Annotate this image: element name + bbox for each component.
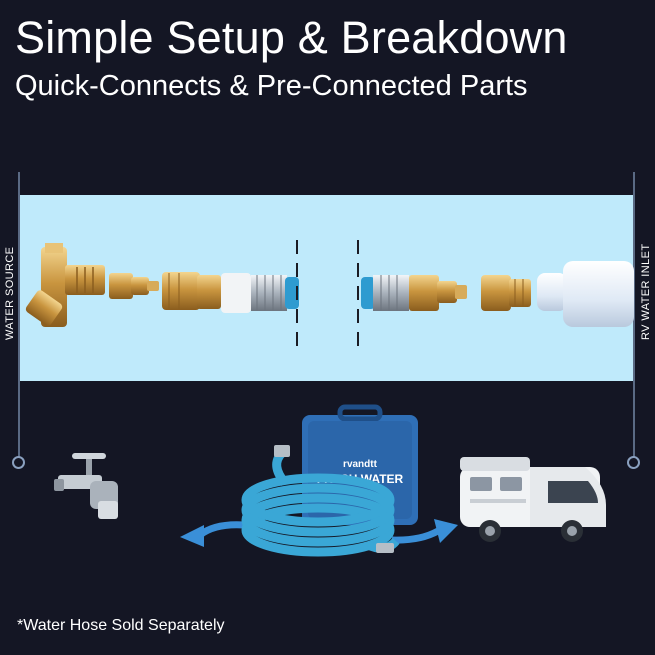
- page-subtitle: Quick-Connects & Pre-Connected Parts: [15, 70, 528, 102]
- setup-scene: rvandtt FRESH WATER: [54, 404, 606, 557]
- page-title: Simple Setup & Breakdown: [15, 12, 568, 63]
- hose-end-left-icon: [251, 275, 299, 311]
- left-guide-node: [12, 456, 25, 469]
- quick-connect-female-icon: [162, 272, 221, 310]
- hose-end-right-icon: [361, 275, 409, 311]
- left-guide-line: [18, 172, 20, 458]
- arrow-left-icon: [197, 521, 246, 538]
- inline-filter-icon: [537, 261, 634, 327]
- quick-connect-male-icon: [481, 275, 531, 311]
- rv-icon: [460, 457, 606, 542]
- water-source-label: WATER SOURCE: [4, 246, 16, 340]
- rv-water-inlet-label: RV WATER INLET: [640, 243, 652, 340]
- fittings-chain: [25, 240, 634, 355]
- right-guide-node: [627, 456, 640, 469]
- arrow-right-icon: [391, 527, 440, 544]
- brass-hex-connector-icon: [409, 275, 467, 311]
- footnote: *Water Hose Sold Separately: [17, 617, 225, 634]
- case-brand: rvandtt: [343, 459, 378, 470]
- hose-icon: [241, 473, 395, 557]
- white-adapter-icon: [221, 273, 251, 313]
- brass-nipple-icon: [109, 273, 159, 299]
- y-splitter-icon: [25, 243, 105, 327]
- right-guide-line: [633, 172, 635, 458]
- faucet-icon: [54, 453, 118, 519]
